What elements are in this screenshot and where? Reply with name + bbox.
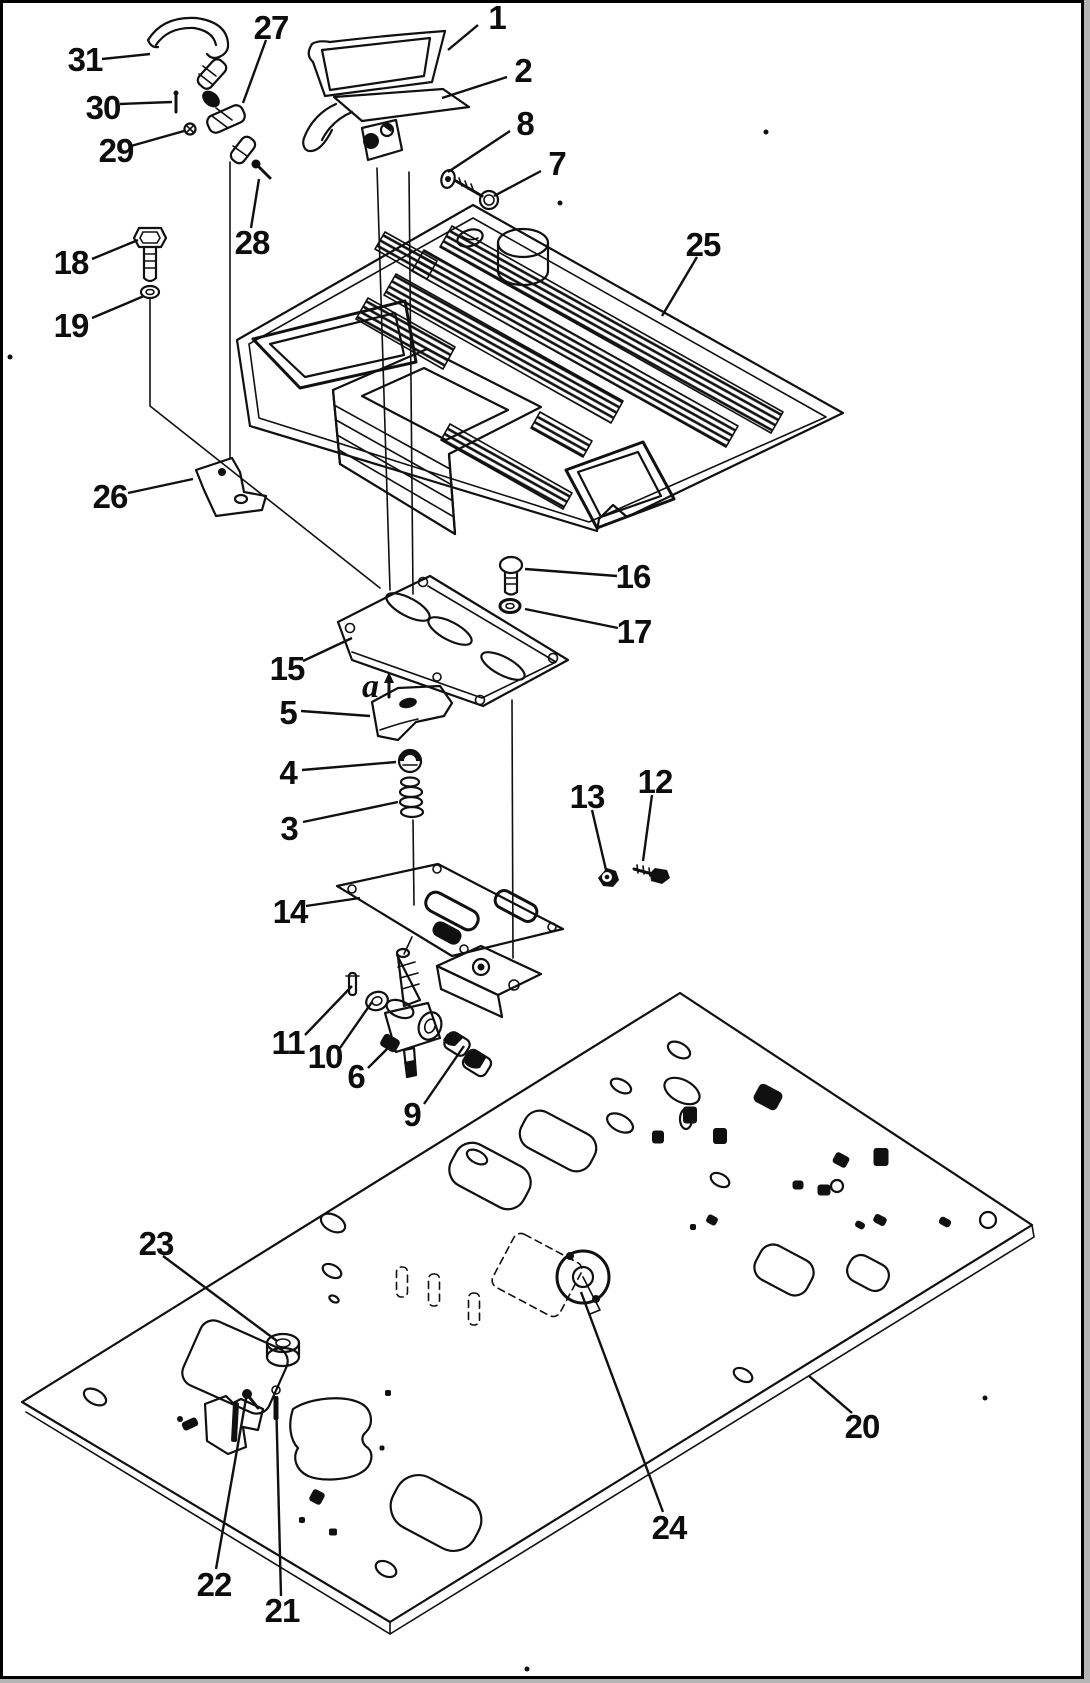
- callout-4: 4: [279, 754, 298, 791]
- leader-line-21: [274, 1395, 283, 1597]
- bolt-part-12: [632, 864, 670, 884]
- leader-line-23: [162, 1255, 278, 1342]
- pin-part-30: [173, 90, 179, 114]
- leader-line-19: [91, 294, 145, 320]
- panel-part-25: [235, 203, 845, 536]
- screw-part-28: [251, 159, 272, 180]
- leader-line-3: [302, 800, 399, 824]
- lever-shaft-part-6: [380, 947, 443, 1079]
- callout-7: 7: [548, 145, 565, 182]
- pedal-part-2: [302, 87, 471, 162]
- leader-line-29: [130, 129, 185, 148]
- spring-part-3: [398, 776, 425, 819]
- callout-11: 11: [272, 1024, 306, 1061]
- leader-line-15: [302, 636, 353, 663]
- boot-part-31: [146, 16, 230, 90]
- callout-24: 24: [652, 1509, 688, 1546]
- callout-1: 1: [488, 0, 506, 36]
- lever-mount-bracket: [435, 944, 543, 1019]
- callout-3: 3: [280, 810, 298, 847]
- callout-20: 20: [845, 1408, 880, 1445]
- callout-25: 25: [686, 226, 721, 263]
- callout-27: 27: [254, 9, 289, 46]
- callout-5: 5: [279, 694, 297, 731]
- leader-line-20: [808, 1375, 853, 1414]
- plate-part-15: [336, 574, 570, 708]
- reference-dots: [7, 129, 988, 1672]
- leader-line-18: [91, 238, 139, 261]
- callout-19: 19: [54, 307, 89, 344]
- leader-line-14: [305, 896, 361, 908]
- leader-line-6: [367, 1046, 390, 1069]
- leader-line-12: [641, 794, 654, 862]
- bolt-part-16: [498, 555, 524, 596]
- screw-part-7: [454, 177, 500, 211]
- callout-31: 31: [68, 41, 103, 78]
- bolt-part-18: [132, 226, 168, 283]
- leader-line-25: [660, 256, 699, 317]
- callout-13: 13: [570, 778, 605, 815]
- plate-part-5: [370, 684, 454, 742]
- screw-part-29: [183, 122, 197, 136]
- callout-26: 26: [93, 478, 128, 515]
- leader-line-24: [579, 1291, 665, 1513]
- leader-line-10: [339, 1001, 373, 1049]
- leader-line-11: [304, 985, 353, 1036]
- callout-17: 17: [617, 613, 652, 650]
- leader-line-16: [524, 567, 618, 578]
- bolt-part-22: [177, 1389, 260, 1443]
- bushing-part-23: [265, 1332, 301, 1368]
- callout-21: 21: [265, 1592, 300, 1629]
- callout-30: 30: [86, 89, 121, 126]
- leader-line-26: [127, 477, 194, 495]
- nut-part-13: [598, 868, 619, 887]
- leader-line-4: [301, 760, 397, 772]
- view-marker: a: [362, 668, 394, 705]
- callout-6: 6: [347, 1058, 365, 1095]
- callout-9: 9: [403, 1096, 421, 1133]
- leader-line-28: [249, 178, 261, 229]
- callout-15: 15: [270, 650, 305, 687]
- leader-line-8: [447, 129, 511, 174]
- callout-22: 22: [197, 1566, 232, 1603]
- floor-plate-part-20: [20, 991, 1035, 1635]
- view-marker-label: a: [362, 668, 379, 705]
- callout-2: 2: [514, 52, 532, 89]
- leader-line-1: [447, 24, 479, 51]
- callout-29: 29: [99, 132, 134, 169]
- leader-line-5: [300, 709, 371, 718]
- callout-18: 18: [54, 244, 89, 281]
- block-part-9: [443, 1031, 493, 1078]
- floor-mat-part-1: [307, 29, 447, 98]
- bushing-part-4: [397, 748, 423, 774]
- leader-line-9: [423, 1045, 465, 1105]
- callout-14: 14: [273, 893, 309, 930]
- leader-line-27: [241, 39, 268, 104]
- cover-part-24: [491, 1232, 611, 1318]
- leader-line-13: [590, 809, 608, 871]
- leader-line-22: [214, 1392, 249, 1570]
- leader-line-2: [441, 75, 508, 100]
- callout-8: 8: [516, 105, 534, 142]
- pin-part-11: [345, 971, 360, 997]
- callout-16: 16: [616, 558, 651, 595]
- leader-line-17: [524, 607, 619, 630]
- bracket-part-26: [194, 456, 268, 518]
- leader-line-7: [493, 169, 542, 198]
- gasket-part-14: [335, 862, 565, 958]
- knob-part-27: [202, 90, 257, 165]
- callout-12: 12: [638, 763, 673, 800]
- leader-line-30: [119, 100, 173, 106]
- callout-28: 28: [235, 224, 270, 261]
- leader-line-31: [101, 52, 151, 61]
- callout-23: 23: [139, 1225, 174, 1262]
- callout-10: 10: [308, 1038, 343, 1075]
- washer-part-17: [498, 598, 522, 614]
